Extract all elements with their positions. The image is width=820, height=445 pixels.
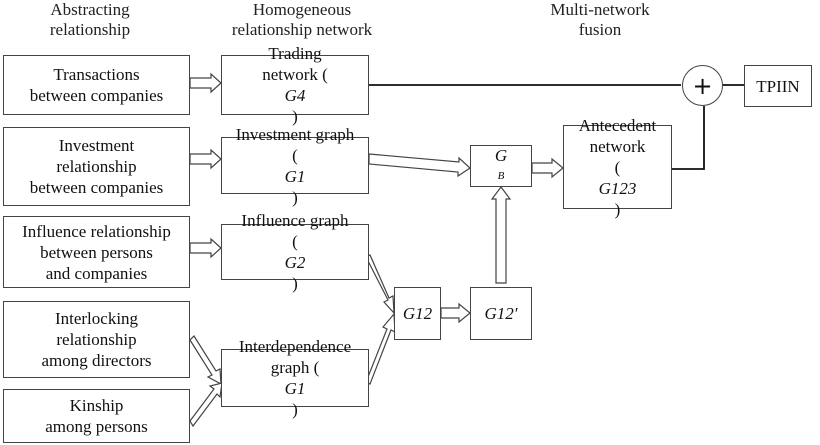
arrow-influence-graph-to-g12	[365, 254, 395, 315]
arrow-investment-to-investment-graph	[189, 148, 222, 170]
box-antecedent-network: Antecedent network (G123)	[563, 116, 672, 219]
arrow-influence-to-influence-graph	[189, 237, 222, 259]
arrow-investment-graph-to-gb	[368, 153, 471, 178]
box-influence-graph: Influence graph (G2)	[221, 211, 369, 293]
arrow-interlocking-to-interdependence	[189, 335, 222, 386]
arrow-g12-to-g12prime	[440, 302, 471, 324]
arrow-interdependence-to-g12	[365, 312, 396, 385]
arrow-kinship-to-interdependence	[189, 382, 223, 428]
box-investment-graph: Investment graph (G1)	[221, 125, 369, 207]
box-g12-prime: G12′	[470, 287, 532, 340]
box-trading-network: Trading network (G4)	[221, 44, 369, 126]
box-tpiin: TPIIN	[744, 65, 812, 107]
box-interdependence-graph: Interdependence graph (G1)	[221, 337, 369, 419]
arrow-transactions-to-trading	[189, 72, 222, 94]
arrow-gb-to-antecedent	[531, 157, 564, 179]
arrow-g12prime-to-gb	[490, 186, 512, 284]
box-g12: G12	[394, 287, 441, 340]
line-antecedent-to-plus	[672, 106, 705, 170]
plus-fusion-icon: +	[682, 65, 723, 106]
